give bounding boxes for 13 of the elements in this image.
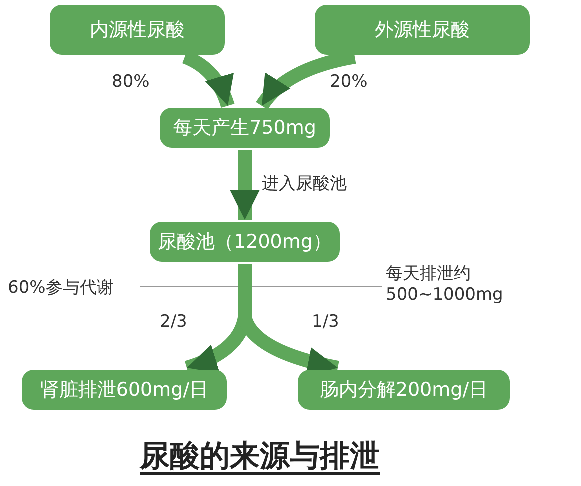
note-text: 每天排泄约 500~1000mg bbox=[386, 263, 504, 305]
process-box: 肠内分解200mg/日 bbox=[298, 370, 510, 410]
title: 尿酸的来源与排泄 bbox=[140, 438, 380, 476]
edge-label: 进入尿酸池 bbox=[262, 172, 347, 195]
edge-label: 1/3 bbox=[312, 312, 340, 332]
note-text: 60%参与代谢 bbox=[8, 277, 115, 299]
process-box: 每天产生750mg bbox=[160, 108, 330, 148]
process-box: 外源性尿酸 bbox=[315, 5, 530, 55]
process-box: 肾脏排泄600mg/日 bbox=[22, 370, 227, 410]
arrow bbox=[230, 150, 260, 220]
process-box: 尿酸池（1200mg） bbox=[150, 222, 340, 262]
edge-label: 2/3 bbox=[160, 312, 188, 332]
process-box: 内源性尿酸 bbox=[50, 5, 225, 55]
